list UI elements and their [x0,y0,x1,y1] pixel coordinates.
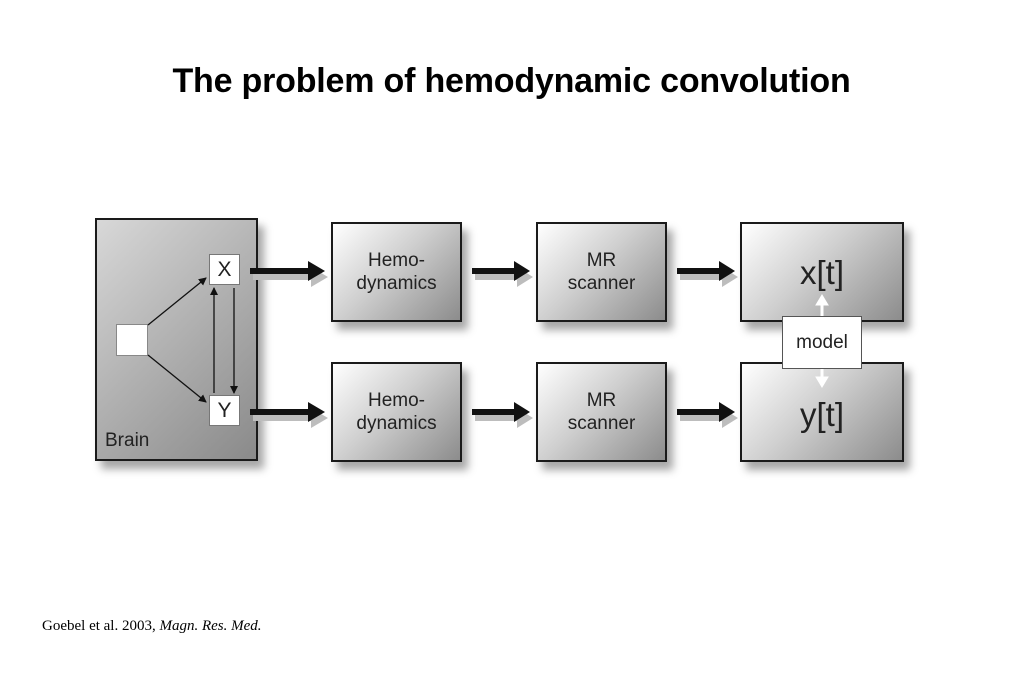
arrow-mr-to-output-top [677,261,735,281]
hemodynamics-box-top: Hemo- dynamics [331,222,462,322]
hemodynamics-bottom-line2: dynamics [356,413,437,434]
slide-title: The problem of hemodynamic convolution [172,62,851,100]
output-y-label: y[t] [799,396,844,433]
hemodynamics-box-bottom: Hemo- dynamics [331,362,462,462]
arrow-mr-to-output-bottom [677,402,735,422]
mr-scanner-top-line2: scanner [567,273,636,294]
mr-scanner-box-bottom: MR scanner [536,362,667,462]
arrow-y-to-hemo-bottom [250,402,325,422]
output-x-label: x[t] [799,254,844,291]
arrow-hemo-to-mr-top [472,261,530,281]
mr-scanner-bottom-line2: scanner [567,413,636,434]
node-x: X [209,254,240,285]
arrow-input-to-x [147,277,207,326]
hemodynamics-bottom-line1: Hemo- [367,390,425,411]
model-arrow-down [815,376,829,388]
citation-journal: Magn. Res. Med. [159,618,262,634]
node-y: Y [209,395,240,426]
arrow-x-to-hemo-top [250,261,325,281]
mr-scanner-top-line1: MR [586,250,617,271]
hemodynamics-top-line2: dynamics [356,273,437,294]
hemodynamics-top-line1: Hemo- [367,250,425,271]
citation-authors: Goebel et al. 2003, [42,618,160,634]
mr-scanner-box-top: MR scanner [536,222,667,322]
input-square [116,324,148,356]
arrow-input-to-y [147,354,207,403]
arrow-hemo-to-mr-bottom [472,402,530,422]
brain-label: Brain [105,430,150,451]
model-box: model [782,316,862,369]
mr-scanner-bottom-line1: MR [586,390,617,411]
citation: Goebel et al. 2003, Magn. Res. Med. [42,618,262,635]
model-arrow-up [815,294,829,306]
